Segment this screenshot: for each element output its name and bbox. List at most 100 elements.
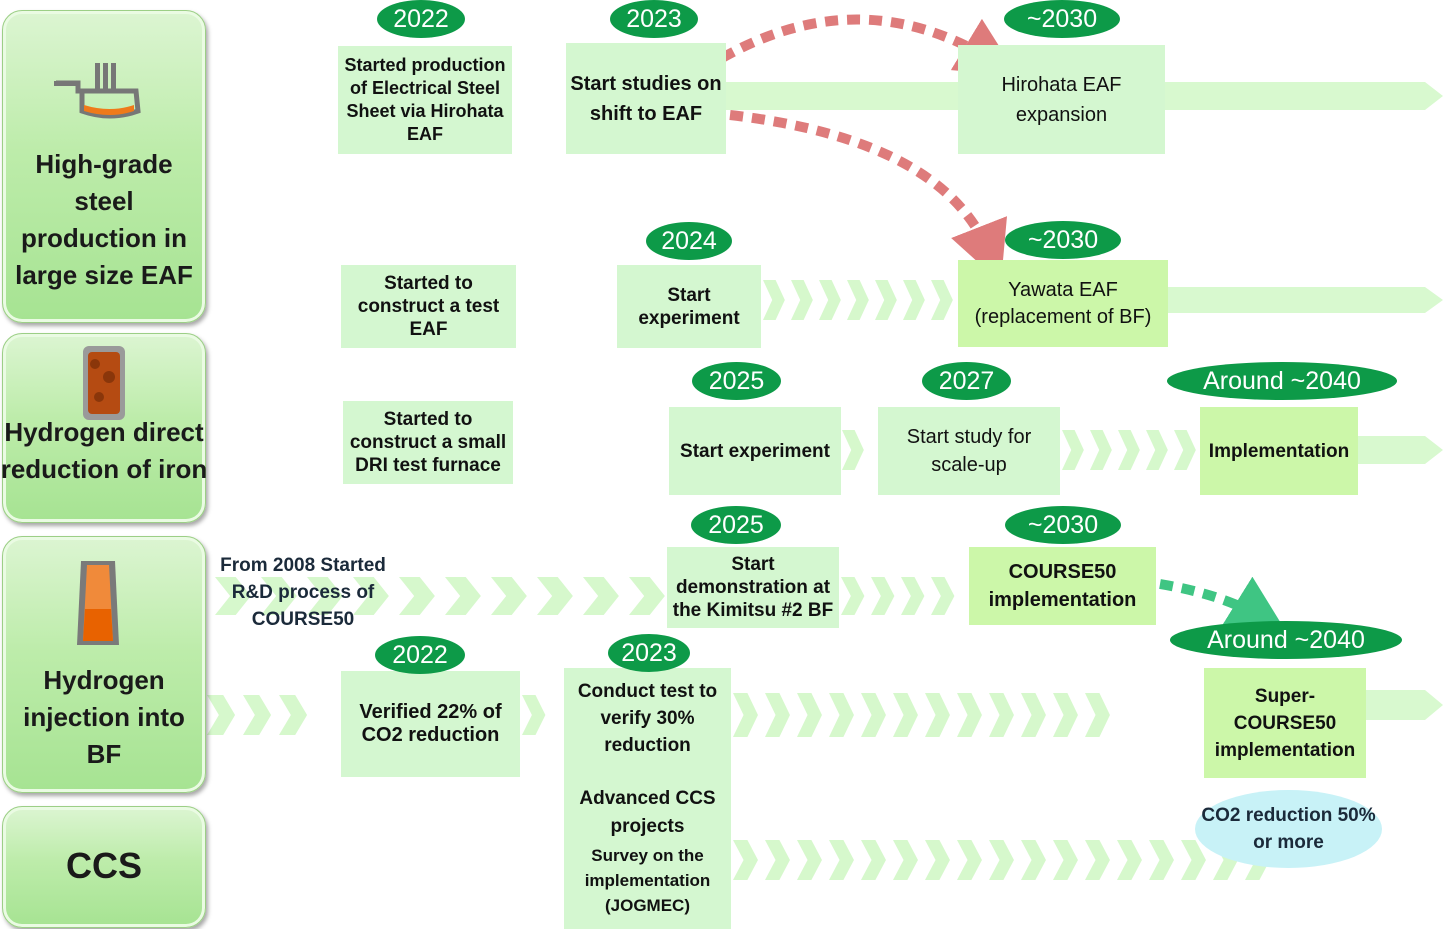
electric-arc-furnace-icon [54, 63, 141, 119]
row4-chevron-8 [583, 577, 619, 615]
box-started-production: Started production of Electrical Steel S… [338, 46, 512, 154]
row2-chevron-0 [763, 280, 785, 320]
row3-chevron-0 [842, 430, 864, 470]
row4-chevron-6 [491, 577, 527, 615]
row4-chevron-0 [215, 577, 251, 615]
row5-chevron-2 [279, 695, 308, 735]
milestone-around-2040-dri: Around ~2040 [1167, 362, 1397, 400]
box-course50-implementation: COURSE50 implementation [969, 547, 1156, 625]
row5c-chevron-11 [1085, 693, 1110, 737]
row4b-chevron-2 [901, 577, 925, 615]
milestone-2027: 2027 [922, 362, 1011, 400]
box-start-experiment-eaf: Start experiment [617, 265, 761, 348]
green-dashed-arrow-super-course50 [1159, 576, 1288, 634]
box-implementation-dri: Implementation [1200, 407, 1358, 495]
row6-chevron-10 [1053, 840, 1078, 880]
dri-shaft-furnace-icon [83, 346, 125, 420]
text-from-2008-course50: From 2008 Started R&D process of COURSE5… [220, 555, 386, 630]
milestone-2025-dri: 2025 [692, 362, 781, 400]
row2-chevron-3 [847, 280, 869, 320]
box-start-experiment-dri: Start experiment [669, 407, 841, 495]
box-scale-up: Start study for scale-up [878, 407, 1060, 495]
box-start-studies-eaf: Start studies on shift to EAF [566, 43, 726, 154]
row6-chevron-0 [733, 840, 758, 880]
text-jogmec-survey: Survey on the implementation (JOGMEC) [584, 846, 711, 915]
category-high-grade-steel-eaf: High-grade steel production in large siz… [2, 10, 206, 323]
text-conduct-test: Conduct test to verify 30% reduction [577, 681, 718, 756]
box-test-eaf: Started to construct a test EAF [341, 265, 516, 348]
box-hirohata-eaf-expansion: Hirohata EAF expansion [958, 45, 1165, 154]
row6-chevron-8 [989, 840, 1014, 880]
row3b-chevron-1 [1090, 430, 1112, 470]
row4-chevron-1 [261, 577, 297, 615]
row5c-chevron-9 [1021, 693, 1046, 737]
row5-chevron-0 [207, 695, 236, 735]
box-verified-22pct: Verified 22% of CO2 reduction [341, 671, 520, 777]
milestone-2022-eaf: 2022 [377, 0, 465, 38]
chevron-arrows [207, 280, 1270, 880]
category-hydrogen-bf: Hydrogen injection into BF [2, 536, 206, 793]
yawata-line1: Yawata EAF [1008, 278, 1118, 301]
row2-chevron-1 [791, 280, 813, 320]
box-small-dri-furnace: Started to construct a small DRI test fu… [343, 401, 513, 484]
row5c-chevron-7 [957, 693, 982, 737]
row6-chevron-11 [1085, 840, 1110, 880]
milestone-2030-yawata: ~2030 [1005, 221, 1121, 259]
row5-chevron-1 [243, 695, 272, 735]
row5c-chevron-1 [765, 693, 790, 737]
row5c-chevron-2 [797, 693, 822, 737]
row5c-chevron-3 [829, 693, 854, 737]
row6-chevron-12 [1117, 840, 1142, 880]
row6-chevron-5 [893, 840, 918, 880]
milestone-2023-eaf: 2023 [610, 0, 698, 38]
red-dashed-arrow-hirohata [719, 14, 1018, 76]
row6-chevron-1 [765, 840, 790, 880]
row6-chevron-9 [1021, 840, 1046, 880]
row3-arrow-band [1358, 436, 1443, 464]
row4-chevron-4 [399, 577, 435, 615]
milestone-around-2040-bf: Around ~2040 [1170, 621, 1402, 659]
row4b-chevron-0 [841, 577, 865, 615]
box-kimitsu-demonstration: Start demonstration at the Kimitsu #2 BF [667, 547, 839, 628]
row6-chevron-3 [829, 840, 854, 880]
row5b-chevron-0 [522, 695, 546, 735]
row2-chevron-4 [875, 280, 897, 320]
row4-chevron-5 [445, 577, 481, 615]
category-label-h2dri: Hydrogen direct reduction of iron [0, 417, 208, 484]
row2-chevron-6 [931, 280, 953, 320]
row4b-chevron-3 [931, 577, 955, 615]
milestone-2030-course50: ~2030 [1005, 506, 1121, 544]
milestone-2022-bf: 2022 [375, 636, 465, 674]
row5c-chevron-5 [893, 693, 918, 737]
row3b-chevron-2 [1118, 430, 1140, 470]
yawata-line2: (replacement of BF) [974, 305, 1152, 328]
milestone-2024: 2024 [646, 222, 732, 260]
row6-chevron-7 [957, 840, 982, 880]
row5c-chevron-0 [733, 693, 758, 737]
row6-chevron-4 [861, 840, 886, 880]
row2-chevron-5 [903, 280, 925, 320]
box-yawata-eaf: Yawata EAF (replacement of BF) [958, 260, 1168, 347]
row6-chevron-6 [925, 840, 950, 880]
row5c-chevron-10 [1053, 693, 1078, 737]
category-label-ccs: CCS [65, 845, 142, 886]
row3b-chevron-3 [1146, 430, 1168, 470]
row2-arrow-band [1168, 287, 1443, 313]
oval-co2-reduction-goal: CO2 reduction 50% or more [1195, 790, 1382, 868]
row6-chevron-2 [797, 840, 822, 880]
row4-chevron-2 [307, 577, 343, 615]
red-dashed-arrow-yawata [729, 110, 1007, 283]
text-advanced-ccs: Advanced CCS projects [579, 788, 716, 837]
row5c-chevron-6 [925, 693, 950, 737]
category-hydrogen-dri: Hydrogen direct reduction of iron [1, 333, 207, 523]
row4b-chevron-1 [871, 577, 895, 615]
box-conduct-test-and-ccs: Conduct test to verify 30% reduction Adv… [564, 668, 731, 929]
milestone-2030-hirohata: ~2030 [1004, 0, 1120, 38]
milestone-2025-bf: 2025 [691, 506, 781, 544]
milestone-2023-bf: 2023 [608, 634, 690, 672]
row5-arrow-band [1366, 690, 1443, 720]
category-ccs: CCS [2, 806, 206, 928]
row3b-chevron-0 [1062, 430, 1084, 470]
category-label-eaf: High-grade steel production in large siz… [15, 149, 193, 290]
